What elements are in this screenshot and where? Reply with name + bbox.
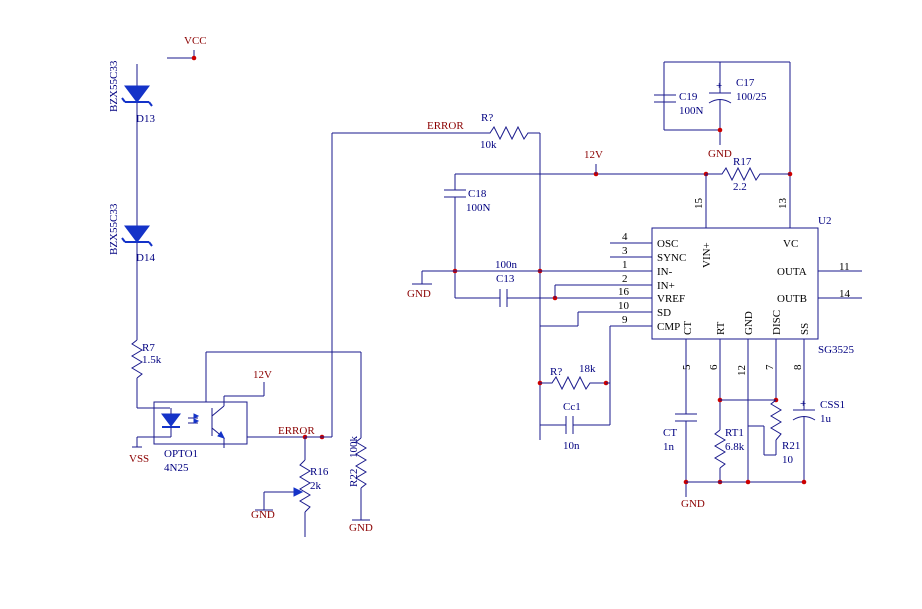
pin-num: 11 xyxy=(839,261,850,273)
d14-part: BZX55C33 xyxy=(108,203,120,255)
pin-name: SYNC xyxy=(657,252,686,264)
pin-num: 16 xyxy=(618,286,630,298)
pin-name: VC xyxy=(783,238,798,250)
r16-ref: R16 xyxy=(310,466,329,478)
pin-num: 1 xyxy=(622,259,628,271)
net-gnd-r16: GND xyxy=(251,509,275,521)
pin-name: GND xyxy=(743,311,755,335)
pin-name: OUTB xyxy=(777,293,807,305)
r17-value: 2.2 xyxy=(733,181,747,193)
pin-num: 10 xyxy=(618,300,630,312)
opto-part: 4N25 xyxy=(164,462,189,474)
error-network xyxy=(412,125,706,440)
pin-name: IN- xyxy=(657,266,673,278)
pin-num: 15 xyxy=(693,198,705,210)
pin-name: DISC xyxy=(771,310,783,335)
pin-num: 4 xyxy=(622,231,628,243)
net-vss: VSS xyxy=(129,453,149,465)
r22-ref: R22 xyxy=(348,469,360,487)
supply-decoupling xyxy=(654,61,793,228)
net-error-top: ERROR xyxy=(427,120,464,132)
rt1-value: 6.8k xyxy=(725,441,745,453)
net-gnd-r22: GND xyxy=(349,522,373,534)
ct-value: 1n xyxy=(663,441,675,453)
net-gnd-c17: GND xyxy=(708,148,732,160)
c13-ref: C13 xyxy=(496,273,515,285)
pin-name: CMP xyxy=(657,321,680,333)
c13-value: 100n xyxy=(495,259,518,271)
zener-string xyxy=(121,50,197,409)
r21-value: 10 xyxy=(782,454,794,466)
css1-polarity: + xyxy=(800,398,806,410)
c19-ref: C19 xyxy=(679,91,698,103)
pin-name: SS xyxy=(799,323,811,335)
zener-diode-d13 xyxy=(121,85,153,107)
pin-name: RT xyxy=(715,321,727,335)
pin-num: 14 xyxy=(839,288,851,300)
pin-name: VREF xyxy=(657,293,685,305)
c19-value: 100N xyxy=(679,105,704,117)
pin-num: 13 xyxy=(777,198,789,210)
pin-num: 6 xyxy=(708,364,720,370)
r21-ref: R21 xyxy=(782,440,800,452)
r7-ref: R7 xyxy=(142,342,155,354)
r-error-ref: R? xyxy=(481,112,493,124)
pin-num: 9 xyxy=(622,314,628,326)
cc1-value: 10n xyxy=(563,440,580,452)
cc1-ref: Cc1 xyxy=(563,401,581,413)
rt1-ref: RT1 xyxy=(725,427,744,439)
optocoupler-opto1 xyxy=(132,396,248,448)
pin-name: IN+ xyxy=(657,280,675,292)
pin-num: 2 xyxy=(622,273,628,285)
ic-pin-labels: 4 OSC 3 SYNC 1 IN- 2 IN+ 16 VREF 10 SD 9… xyxy=(618,198,851,377)
r22-value: 100k xyxy=(348,436,360,459)
r17-ref: R17 xyxy=(733,156,752,168)
css1-ref: CSS1 xyxy=(820,399,845,411)
r16-value: 2k xyxy=(310,480,322,492)
zener-diode-d14 xyxy=(121,225,153,247)
pin-num: 12 xyxy=(736,365,748,376)
net-12v-bus: 12V xyxy=(584,149,603,161)
r7-value: 1.5k xyxy=(142,354,162,366)
r-error-value: 10k xyxy=(480,139,497,151)
c17-polarity: + xyxy=(716,80,722,92)
net-12v-opto: 12V xyxy=(253,369,272,381)
pin-name: OSC xyxy=(657,238,678,250)
pin-name: SD xyxy=(657,307,671,319)
r-fb-ref: R? xyxy=(550,366,562,378)
d13-ref: D13 xyxy=(136,113,155,125)
ct-ref: CT xyxy=(663,427,677,439)
c18-ref: C18 xyxy=(468,188,487,200)
net-error-opto: ERROR xyxy=(278,425,315,437)
pin-name: VIN+ xyxy=(701,242,713,268)
r-fb-value: 18k xyxy=(579,363,596,375)
pin-name: OUTA xyxy=(777,266,807,278)
opto-wiring xyxy=(205,132,480,460)
pin-num: 3 xyxy=(622,245,628,257)
resistor-r7 xyxy=(131,339,143,379)
c18-value: 100N xyxy=(466,202,491,214)
pin-num: 8 xyxy=(792,364,804,370)
net-vcc: VCC xyxy=(184,35,207,47)
d13-part: BZX55C33 xyxy=(108,60,120,112)
css1-value: 1u xyxy=(820,413,832,425)
potentiometer-r16 xyxy=(255,459,311,537)
ic-ref: U2 xyxy=(818,215,831,227)
ic-sg3525 xyxy=(651,227,862,482)
d14-ref: D14 xyxy=(136,252,155,264)
net-gnd-c18: GND xyxy=(407,288,431,300)
labels: VCC 12V ERROR ERROR 12V VSS GND GND GND … xyxy=(108,35,855,534)
resistor-r22 xyxy=(352,437,370,521)
net-gnd-timing: GND xyxy=(681,498,705,510)
ic-part: SG3525 xyxy=(818,344,855,356)
pin-name: CT xyxy=(682,321,694,335)
timing-network xyxy=(675,397,816,497)
c17-value: 100/25 xyxy=(736,91,767,103)
opto-ref: OPTO1 xyxy=(164,448,198,460)
pin-num: 5 xyxy=(681,364,693,370)
pin-num: 7 xyxy=(764,364,776,370)
c17-ref: C17 xyxy=(736,77,755,89)
